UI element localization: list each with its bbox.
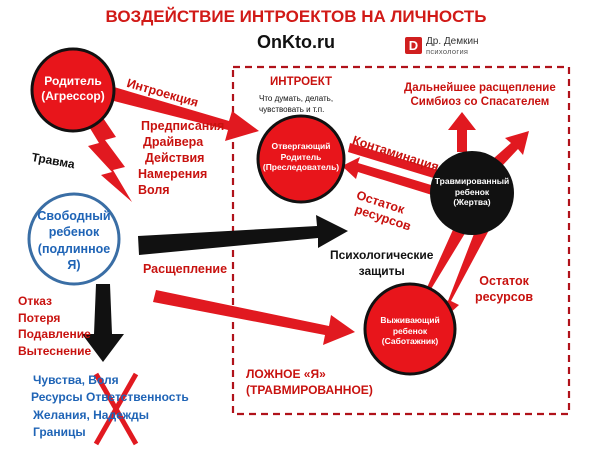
arrow-traumatized-to-surviving-1 <box>418 223 467 316</box>
label-lost-items: Чувства, Воля Ресурсы Ответственность Же… <box>31 372 189 442</box>
arrow-free-to-defenses <box>138 215 348 255</box>
node-line: ребенок <box>48 225 100 240</box>
node-line: (Агрессор) <box>41 89 105 103</box>
node-line: Отвергающий <box>271 141 331 151</box>
prescription-item: Действия <box>145 151 205 165</box>
split-line: Симбиоз со Спасателем <box>410 96 550 109</box>
label-losses: Отказ Потеря Подавление Вытеснение <box>18 293 91 359</box>
node-traumatized-child-label: Травмированный ребенок (Жертва) <box>427 176 517 208</box>
node-line: Свободный <box>37 209 111 223</box>
node-line: (подлинное <box>37 241 111 256</box>
prescription-item: Предписания <box>141 119 225 133</box>
lost-item: Ресурсы Ответственность <box>31 390 189 405</box>
brand-logo-icon: D <box>405 37 422 54</box>
node-line: Выживающий <box>380 315 440 325</box>
arrow-further-split-1 <box>448 112 476 152</box>
loss-item: Вытеснение <box>18 343 92 358</box>
node-surviving-child <box>363 282 457 376</box>
node-line: ребенок <box>454 186 490 197</box>
prescription-item: Драйвера <box>143 135 204 149</box>
node-free-child-label: Свободный ребенок (подлинное Я) <box>29 208 119 273</box>
defense-line: защиты <box>358 263 405 278</box>
desc-line: чувствовать и т.п. <box>259 104 325 114</box>
label-introject-title: ИНТРОЕКТ <box>270 76 333 88</box>
node-parent-aggressor <box>30 47 116 133</box>
arrow-resource-return <box>342 157 451 200</box>
brand-subtitle: психология <box>426 47 469 56</box>
lost-item: Желания, Надежды <box>33 407 149 422</box>
lost-item: Границы <box>33 425 86 440</box>
label-introject-desc: Что думать, делать, чувствовать и т.п. <box>259 94 333 116</box>
label-false-self: ЛОЖНОЕ «Я» (ТРАВМИРОВАННОЕ) <box>246 367 373 398</box>
remnant-line: ресурсов <box>475 289 534 304</box>
label-psych-defenses: Психологические защиты <box>330 248 433 279</box>
loss-item: Подавление <box>18 327 91 342</box>
site-name: OnKto.ru <box>257 32 335 52</box>
arrow-splitting <box>153 290 355 345</box>
node-line: Родитель <box>44 74 102 88</box>
brand-name: Др. Демкин <box>426 36 479 47</box>
desc-line: Что думать, делать, <box>259 94 334 103</box>
remnant-line: Остаток <box>479 274 529 288</box>
node-line: ребенок <box>392 325 428 336</box>
node-rejecting-parent-label: Отвергающий Родитель (Преследователь) <box>256 141 346 173</box>
node-line: Травмированный <box>434 176 510 186</box>
defense-line: Психологические <box>330 248 434 262</box>
arrow-traumatized-to-surviving-2 <box>440 226 488 322</box>
cross-mark-stroke <box>93 372 139 446</box>
node-line: (Жертва) <box>453 197 491 208</box>
node-line: (Саботажник) <box>381 336 439 347</box>
label-prescriptions: Предписания Драйвера Действия Намерения … <box>138 118 224 198</box>
arrow-contamination <box>348 143 455 186</box>
trauma-lightning-icon <box>85 112 132 202</box>
false-self-line: (ТРАВМИРОВАННОЕ) <box>246 382 373 397</box>
node-traumatized-child <box>430 151 514 235</box>
page-title: ВОЗДЕЙСТВИЕ ИНТРОЕКТОВ НА ЛИЧНОСТЬ <box>105 7 487 26</box>
node-parent-aggressor-label: Родитель (Агрессор) <box>33 74 113 104</box>
node-surviving-child-label: Выживающий ребенок (Саботажник) <box>365 315 455 347</box>
loss-item: Отказ <box>18 294 53 308</box>
prescription-item: Воля <box>138 183 170 197</box>
node-free-child <box>27 192 121 286</box>
node-line: (Преследователь) <box>262 162 340 173</box>
node-line: Я) <box>67 257 81 272</box>
arrow-further-split-2 <box>494 131 529 166</box>
loss-item: Потеря <box>18 310 61 325</box>
arrow-introjection <box>110 87 259 141</box>
false-self-line: ЛОЖНОЕ «Я» <box>246 367 326 381</box>
node-rejecting-parent <box>256 114 346 204</box>
node-line: Родитель <box>280 151 322 162</box>
lost-item: Чувства, Воля <box>33 373 119 387</box>
prescription-item: Намерения <box>138 167 208 181</box>
label-resource-remnant-2: Остаток ресурсов <box>475 274 533 305</box>
label-further-splitting: Дальнейшее расщепление Симбиоз со Спасат… <box>404 81 556 110</box>
label-splitting: Расщепление <box>143 262 228 276</box>
arrow-free-to-lost <box>82 284 124 362</box>
split-line: Дальнейшее расщепление <box>404 82 556 94</box>
